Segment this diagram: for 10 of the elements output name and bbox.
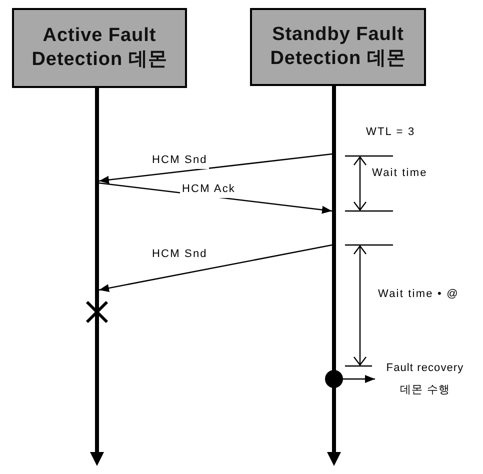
lifeline-header-box: Standby Fault Detection 데몬 — [250, 8, 426, 86]
dimension-label: Wait time • @ — [378, 287, 459, 302]
parameter-label: WTL = 3 — [366, 125, 416, 140]
message-arrow — [98, 244, 332, 292]
message-arrow — [343, 375, 375, 383]
edge-label: HCM Snd — [150, 152, 210, 168]
dimension-label: Wait time — [372, 166, 428, 181]
annotation-text: Fault recovery 데몬 수행 — [375, 357, 475, 401]
message-arrow — [98, 153, 332, 184]
lifeline-header-box: Active Fault Detection 데몬 — [12, 8, 187, 88]
